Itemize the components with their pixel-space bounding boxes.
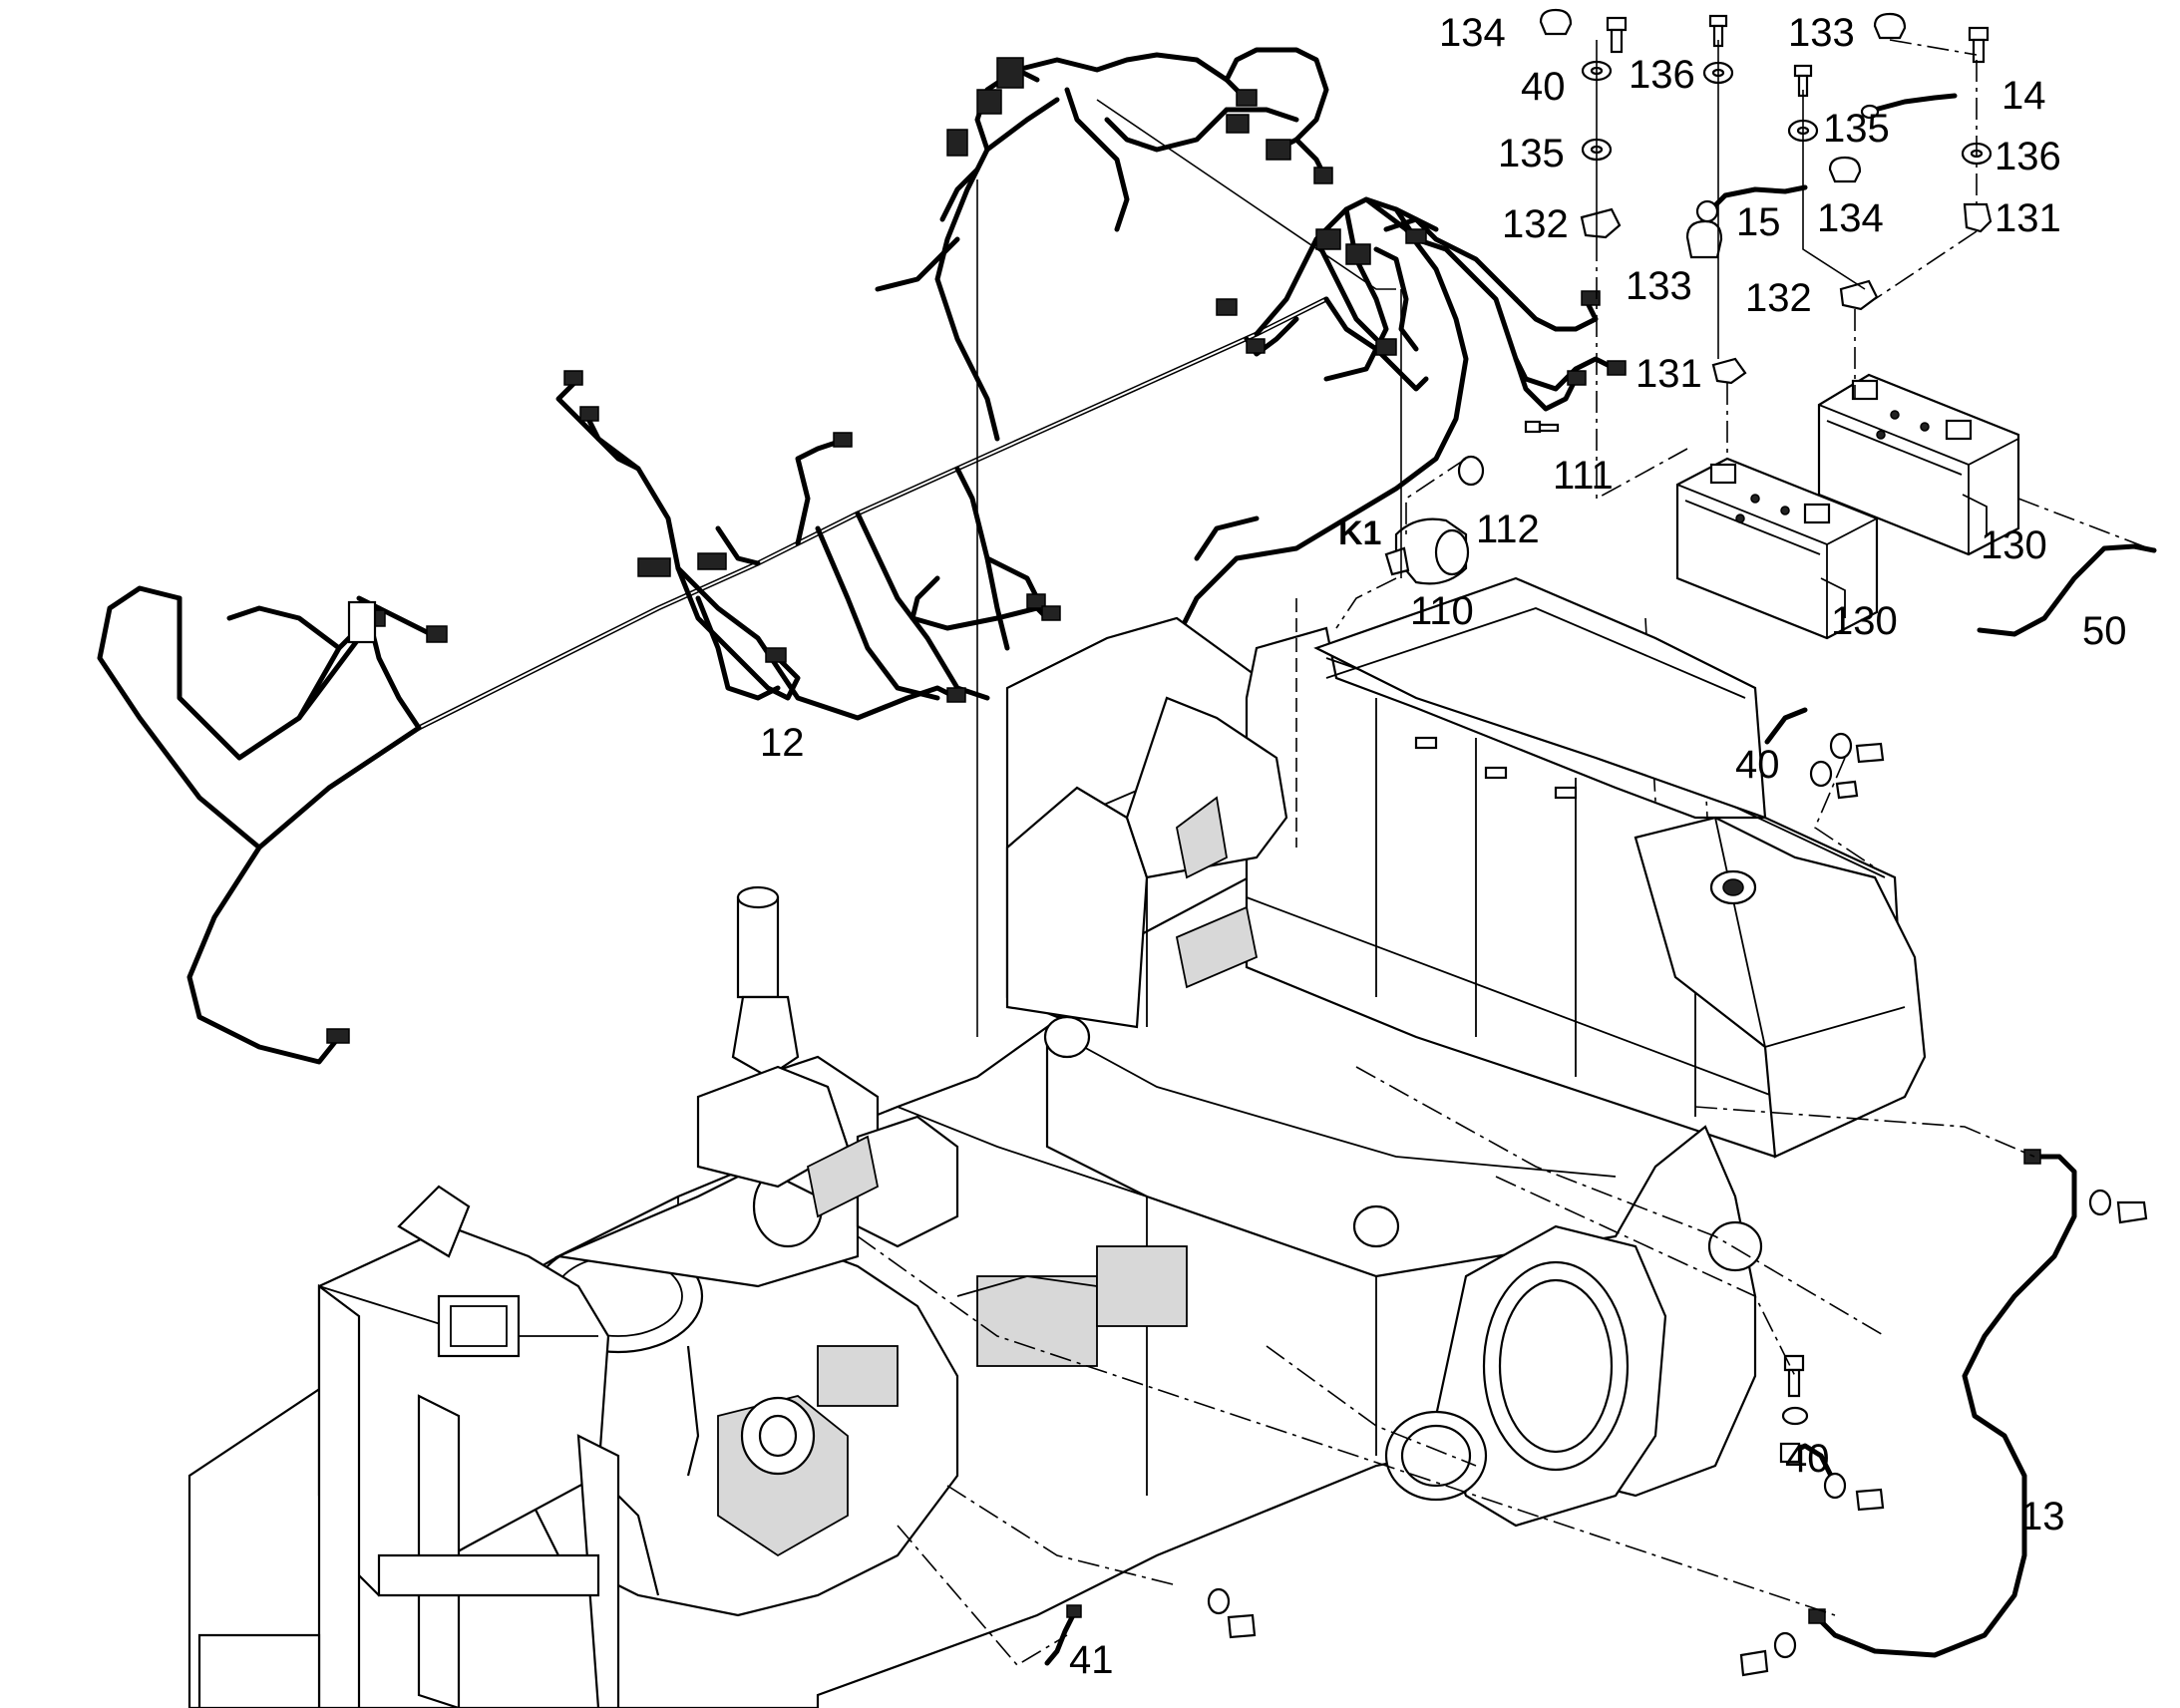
battery-front <box>1675 457 1879 640</box>
callout-12: 12 <box>760 721 805 765</box>
callout-134: 134 <box>1817 196 1884 240</box>
callout-132: 132 <box>1745 276 1812 320</box>
relay-k1 <box>1384 517 1470 585</box>
callout-110: 110 <box>1410 589 1474 633</box>
callout-133: 133 <box>1788 11 1855 55</box>
callout-130: 130 <box>1981 523 2047 567</box>
callout-134: 134 <box>1439 11 1506 55</box>
callout-13: 13 <box>2020 1495 2065 1538</box>
callout-136: 136 <box>1995 135 2061 178</box>
callout-40: 40 <box>1785 1437 1830 1481</box>
bolt-icon <box>1968 26 1990 64</box>
callout-41: 41 <box>1069 1638 1114 1682</box>
machine-frame <box>187 576 1927 1708</box>
terminal-cap-icon <box>1685 219 1723 259</box>
callout-40: 40 <box>1521 65 1566 109</box>
callout-112: 112 <box>1476 508 1540 551</box>
callout-132: 132 <box>1502 202 1569 246</box>
terminal-clamp-icon <box>1839 279 1879 311</box>
callout-135: 135 <box>1823 107 1890 151</box>
callout-15: 15 <box>1736 200 1781 244</box>
callout-131: 131 <box>1995 196 2061 240</box>
callout-k1: K1 <box>1338 514 1381 552</box>
washer-icon <box>1457 455 1485 487</box>
terminal-cap-icon <box>1539 8 1573 36</box>
callout-133: 133 <box>1626 264 1692 308</box>
main-wiring-harness <box>97 47 1627 1065</box>
callout-14: 14 <box>2001 74 2046 118</box>
callout-40: 40 <box>1735 743 1780 787</box>
terminal-clamp-icon <box>1963 202 1993 233</box>
callout-50: 50 <box>2082 609 2127 653</box>
terminal-clamp-icon <box>1580 207 1622 239</box>
callout-130: 130 <box>1831 599 1898 643</box>
battery-rear <box>1817 373 2020 556</box>
callout-136: 136 <box>1629 53 1695 97</box>
callout-135: 135 <box>1498 132 1565 175</box>
bolt-icon <box>1524 420 1560 434</box>
callout-labels: 134 40 135 132 136 133 135 15 134 133 13… <box>760 11 2127 1682</box>
terminal-cap-icon <box>1873 12 1907 40</box>
terminal-clamp-icon <box>1711 357 1747 385</box>
bolt-icon <box>1606 16 1628 54</box>
terminal-cap-icon <box>1828 156 1862 183</box>
callout-131: 131 <box>1635 352 1702 396</box>
battery-hardware-group <box>976 8 2157 1037</box>
ground-cables <box>857 598 2148 1677</box>
callout-111: 111 <box>1553 454 1614 498</box>
